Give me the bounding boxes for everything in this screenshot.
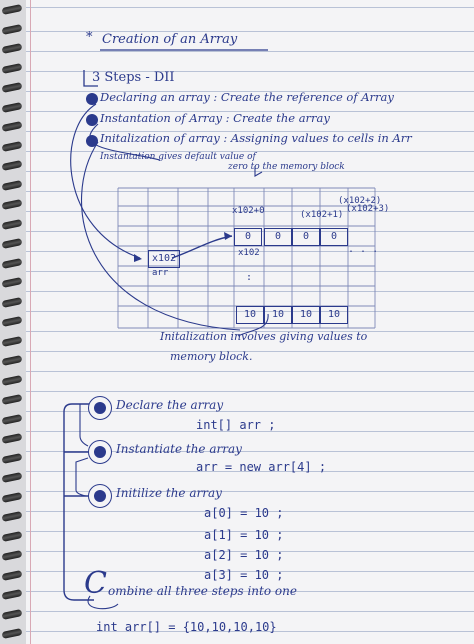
assignment-0: a[0] = 10 ;	[204, 506, 284, 520]
ten-cell-1: 10	[264, 306, 292, 324]
combine-big-letter: C	[84, 566, 107, 601]
initialize-bullet-icon	[88, 484, 112, 508]
step-bullet-3	[86, 135, 98, 147]
steps-heading-bracket	[83, 70, 98, 87]
reference-label: arr	[152, 268, 169, 278]
addr-3: (x102+3)	[346, 204, 390, 214]
declare-connector	[70, 103, 141, 259]
init-note-line2: memory block.	[170, 350, 253, 363]
declare-label: Declare the array	[116, 398, 224, 412]
zero-cell-1: 0	[264, 228, 292, 246]
zero-cell-2: 0	[292, 228, 320, 246]
assignment-3: a[3] = 10 ;	[204, 568, 284, 582]
code-steps-bracket	[63, 403, 98, 601]
ten-cell-0: 10	[236, 306, 264, 324]
init-note-line1: Initalization involves giving values to	[160, 330, 368, 343]
zero-cell-0: 0	[234, 228, 262, 246]
assignment-2: a[2] = 10 ;	[204, 548, 284, 562]
addr-base: x102+0	[232, 206, 265, 216]
zero-cell-3: 0	[320, 228, 348, 246]
step-bullet-2	[86, 114, 98, 126]
instantiate-code: arr = new arr[4] ;	[196, 460, 327, 474]
initialize-connector	[80, 141, 241, 331]
declare-code: int[] arr ;	[196, 418, 276, 432]
title-star: *	[86, 30, 93, 45]
ellipsis-dots: . . .	[348, 244, 379, 255]
step-instantiate: Instantation of Array : Create the array	[100, 111, 330, 125]
under-address: x102	[238, 248, 260, 258]
combined-code: int arr[] = {10,10,10,10}	[96, 620, 277, 634]
initialize-label: Initilize the array	[116, 486, 222, 500]
page-title: Creation of an Array	[102, 32, 238, 47]
zero-note: zero to the memory block	[228, 162, 345, 172]
declare-bullet-icon	[88, 396, 112, 420]
instantiation-note: Instantation gives default value of	[100, 152, 256, 162]
step-bullet-1	[86, 93, 98, 105]
addr-1: (x102+1)	[300, 210, 344, 220]
ten-cell-2: 10	[292, 306, 320, 324]
vertical-dots: :	[246, 272, 253, 283]
instantiate-label: Instantiate the array	[116, 442, 242, 456]
combine-text: ombine all three steps into one	[108, 584, 297, 598]
instantiate-bullet-icon	[88, 440, 112, 464]
ten-cell-3: 10	[320, 306, 348, 324]
addr-2: (x102+2)	[338, 196, 382, 206]
step-declare: Declaring an array : Create the referenc…	[100, 90, 394, 104]
reference-cell: x102	[148, 250, 180, 268]
assignment-1: a[1] = 10 ;	[204, 528, 284, 542]
instantiate-connector	[89, 123, 161, 161]
step-initialize: Initalization of array : Assigning value…	[100, 131, 412, 145]
steps-heading: 3 Steps - DII	[92, 70, 175, 85]
margin-line	[30, 0, 31, 644]
memory-grid	[117, 187, 376, 329]
reference-arrow	[171, 235, 233, 259]
